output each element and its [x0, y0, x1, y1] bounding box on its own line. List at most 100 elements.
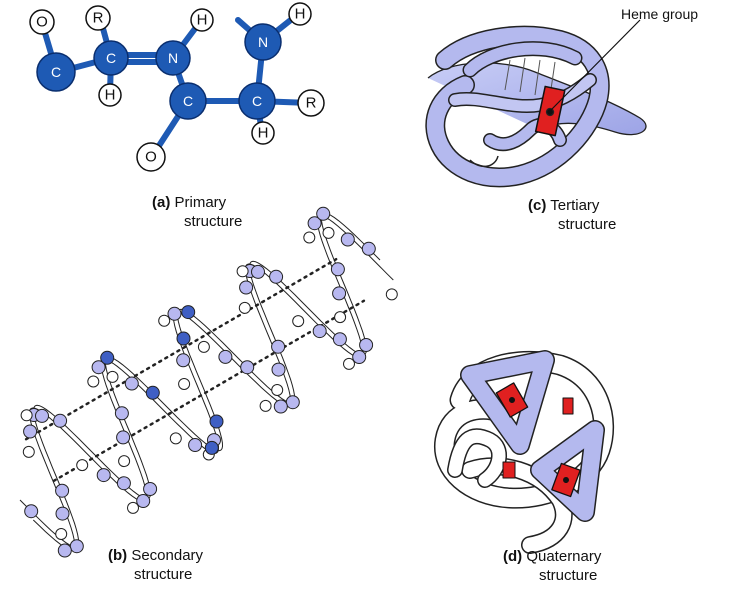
atom-circle — [93, 40, 129, 76]
helix-atom — [116, 430, 131, 445]
atom-label: H — [258, 125, 269, 142]
helix-backbone-curve — [19, 212, 381, 548]
hydrogen-bond-line — [24, 257, 338, 441]
caption-secondary: (b) Secondary structure — [108, 546, 203, 584]
helix-atom — [251, 264, 265, 279]
helix-atom — [124, 376, 139, 391]
caption-subtitle: structure — [134, 566, 193, 583]
tertiary-structure-ribbon — [425, 19, 647, 188]
atom-circle — [190, 8, 214, 32]
helix-atom — [334, 311, 347, 324]
white-subunit-ribbon — [448, 429, 506, 487]
helix-atom — [24, 504, 39, 519]
helix-atom — [359, 338, 374, 352]
atom-circle — [36, 52, 76, 92]
atom-label: C — [106, 50, 116, 66]
helix-atom — [106, 370, 119, 383]
helix-atom — [116, 476, 131, 491]
helix-atom — [239, 280, 254, 295]
atom-label: C — [51, 64, 61, 80]
atom-circle — [238, 82, 276, 120]
helix-atom — [271, 384, 284, 396]
helix-atom — [55, 483, 70, 498]
heme-group-icon — [562, 397, 574, 415]
atom-o1: O — [29, 9, 55, 35]
quaternary-structure — [434, 350, 615, 554]
helix-atom — [114, 406, 129, 421]
helix-atom — [307, 216, 322, 231]
ribbon-main — [426, 27, 609, 186]
helix-atom — [55, 506, 70, 521]
helix-atom — [204, 440, 219, 455]
atom-circle — [169, 82, 207, 120]
helix-atom — [271, 339, 286, 354]
caption-letter: (d) — [503, 548, 523, 565]
helix-atom — [176, 331, 191, 346]
caption-letter: (a) — [152, 194, 171, 211]
atom-n1: N — [155, 40, 191, 76]
atom-label: O — [36, 14, 48, 31]
helix-atom — [332, 332, 347, 347]
helix-atom — [316, 206, 331, 221]
ribbon-helix — [449, 74, 596, 112]
ribbon-curl — [469, 155, 499, 168]
atom-r1: R — [85, 5, 111, 31]
atom-r2: R — [297, 89, 325, 117]
heme-group-icon — [495, 382, 529, 418]
heme-group-icon — [551, 462, 581, 498]
helix-atom — [69, 539, 84, 554]
helix-atom — [22, 445, 35, 458]
caption-tertiary: (c) Tertiary structure — [528, 196, 616, 234]
helix-atom — [118, 455, 131, 468]
atom-c1: C — [36, 52, 76, 92]
atom-label: C — [183, 93, 193, 109]
helix-atom — [57, 543, 72, 558]
helix-atom — [236, 265, 249, 278]
helix-lines — [504, 57, 556, 97]
helix-atom — [53, 413, 68, 428]
helix-atom — [136, 494, 151, 508]
helix-atom — [91, 360, 106, 375]
caption-subtitle: structure — [558, 216, 617, 233]
ribbon-helix — [464, 42, 581, 76]
helix-atom — [238, 301, 251, 314]
helix-atom — [303, 231, 316, 244]
secondary-structure-helix — [19, 206, 398, 558]
atom-circle — [85, 5, 111, 31]
helix-atom — [385, 288, 398, 301]
helix-atom — [87, 375, 100, 388]
atom-circle — [155, 40, 191, 76]
heme-dot — [563, 477, 569, 483]
helix-atom — [176, 353, 191, 368]
helix-atom — [23, 424, 38, 439]
primary-structure-molecule: O R H H C C N N — [29, 2, 325, 172]
helix-atom — [269, 269, 284, 284]
caption-subtitle: structure — [184, 213, 243, 230]
helix-atom — [197, 340, 210, 353]
atom-h-c4: H — [251, 121, 275, 145]
caption-title: Primary — [174, 194, 227, 211]
atom-label: N — [258, 34, 268, 50]
heme-dot — [545, 107, 555, 117]
atom-c4: C — [238, 82, 276, 120]
atom-circle — [244, 23, 282, 61]
helix-atom — [55, 528, 68, 540]
helix-atom — [35, 408, 49, 423]
helix-atom — [292, 315, 305, 328]
helix-atom — [100, 350, 115, 365]
atom-o2: O — [136, 142, 166, 172]
atom-circle — [136, 142, 166, 172]
helix-atom — [96, 468, 111, 483]
helix-atom — [209, 414, 224, 429]
helix-atom — [361, 241, 376, 256]
helix-atom — [312, 324, 327, 339]
helix-atoms — [20, 206, 398, 558]
caption-letter: (b) — [108, 547, 128, 564]
helix-atom — [285, 395, 300, 410]
atom-circle — [29, 9, 55, 35]
atom-n2: N — [244, 23, 282, 61]
caption-primary: (a) Primary structure — [152, 193, 242, 231]
helix-atom — [271, 362, 286, 377]
